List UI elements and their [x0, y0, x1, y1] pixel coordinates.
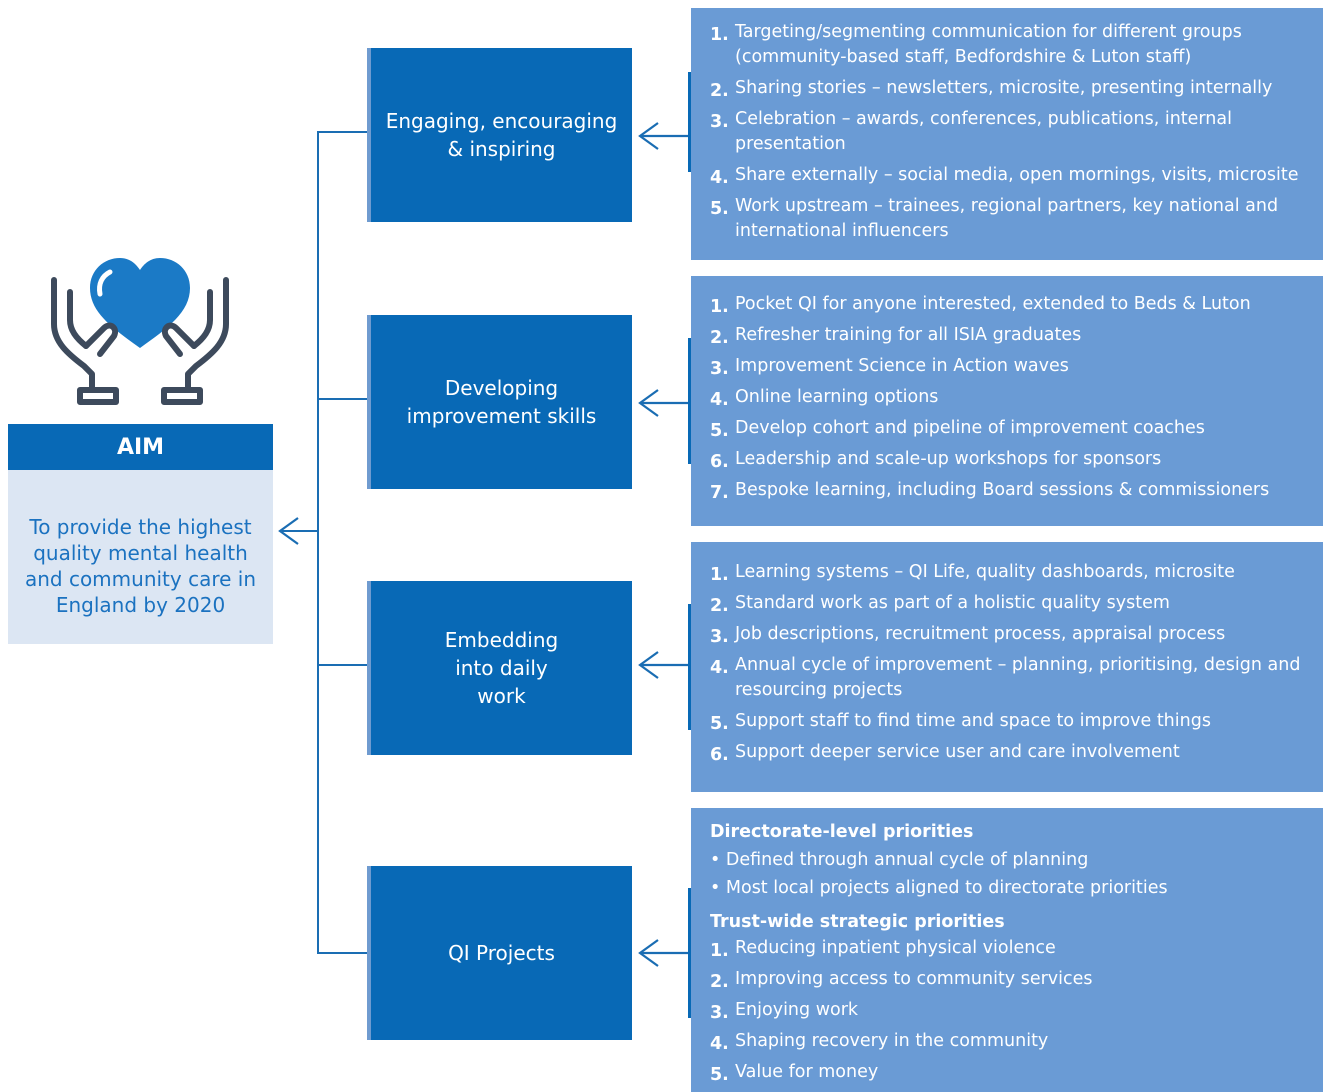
- list-item: 1.Pocket QI for anyone interested, exten…: [710, 294, 1251, 317]
- list-item: 5.Value for money: [710, 1062, 879, 1085]
- connector-cat-1: [317, 131, 367, 133]
- list-item: 1.Reducing inpatient physical violence: [710, 938, 1056, 961]
- arrow-left-icon: [278, 517, 299, 545]
- arrow-left-icon: [638, 651, 690, 679]
- list-item: 5.Support staff to find time and space t…: [710, 711, 1211, 734]
- list-item: 3.Celebration – awards, conferences, pub…: [710, 109, 1232, 154]
- connector-vertical: [317, 131, 319, 953]
- list-item: 5.Work upstream – trainees, regional par…: [710, 196, 1279, 241]
- list-item: 4.Share externally – social media, open …: [710, 165, 1299, 188]
- directorate-heading: Directorate-level priorities: [710, 822, 974, 842]
- list-item: 2.Standard work as part of a holistic qu…: [710, 593, 1170, 616]
- aim-text: To provide the highest quality mental he…: [8, 470, 273, 644]
- category-engaging: Engaging, encouraging & inspiring: [367, 48, 632, 222]
- list-item: • Defined through annual cycle of planni…: [710, 850, 1089, 870]
- panel-embedding: 1.Learning systems – QI Life, quality da…: [691, 542, 1323, 792]
- list-item: 4.Annual cycle of improvement – planning…: [710, 655, 1301, 700]
- arrow-left-icon: [638, 389, 690, 417]
- connector-cat-2: [317, 398, 367, 400]
- arrow-left-icon: [638, 939, 690, 967]
- category-developing-skills: Developing improvement skills: [367, 315, 632, 489]
- panel-accent: [688, 72, 691, 172]
- list-item: 7.Bespoke learning, including Board sess…: [710, 480, 1270, 503]
- panel-qi-projects: Directorate-level priorities • Defined t…: [691, 808, 1323, 1092]
- list-item: 2.Sharing stories – newsletters, microsi…: [710, 78, 1273, 101]
- panel-developing-skills: 1.Pocket QI for anyone interested, exten…: [691, 276, 1323, 526]
- list-item: 6.Support deeper service user and care i…: [710, 742, 1180, 765]
- list-item: 2.Refresher training for all ISIA gradua…: [710, 325, 1082, 348]
- connector-to-aim: [282, 530, 319, 532]
- connector-cat-4: [317, 952, 367, 954]
- list-item: 4.Online learning options: [710, 387, 939, 410]
- list-item: 1.Targeting/segmenting communication for…: [710, 22, 1242, 67]
- list-item: 3.Job descriptions, recruitment process,…: [710, 624, 1226, 647]
- trust-heading: Trust-wide strategic priorities: [710, 912, 1005, 932]
- panel-accent: [688, 888, 691, 1018]
- list-item: 4.Shaping recovery in the community: [710, 1031, 1049, 1054]
- category-embedding: Embedding into daily work: [367, 581, 632, 755]
- list-item: 3.Enjoying work: [710, 1000, 859, 1023]
- list-item: 3.Improvement Science in Action waves: [710, 356, 1069, 379]
- panel-engaging: 1.Targeting/segmenting communication for…: [691, 8, 1323, 260]
- aim-heading: AIM: [8, 424, 273, 470]
- list-item: 1.Learning systems – QI Life, quality da…: [710, 562, 1235, 585]
- panel-accent: [688, 604, 691, 730]
- list-item: • Most local projects aligned to directo…: [710, 878, 1168, 898]
- list-item: 5.Develop cohort and pipeline of improve…: [710, 418, 1205, 441]
- category-qi-projects: QI Projects: [367, 866, 632, 1040]
- panel-accent: [688, 338, 691, 464]
- heart-in-hands-icon: [51, 258, 229, 405]
- list-item: 6.Leadership and scale-up workshops for …: [710, 449, 1162, 472]
- arrow-left-icon: [638, 122, 690, 150]
- list-item: 2.Improving access to community services: [710, 969, 1093, 992]
- connector-cat-3: [317, 664, 367, 666]
